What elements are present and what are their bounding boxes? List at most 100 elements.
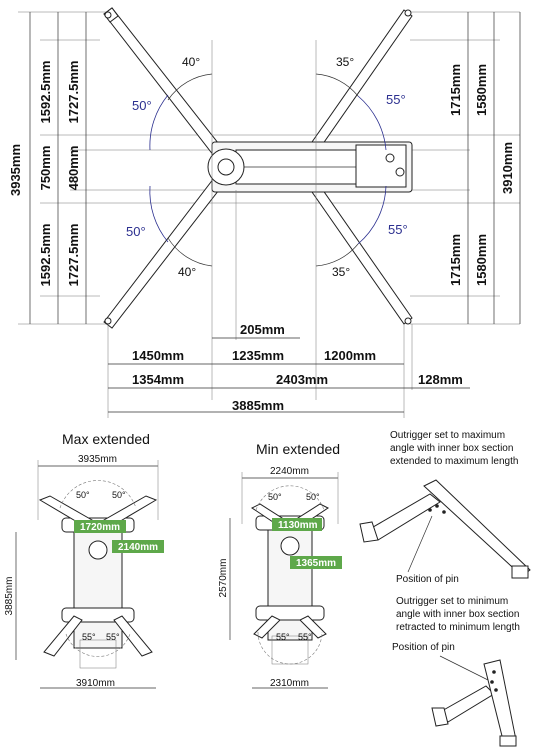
- outrigger-lever: [367, 493, 441, 541]
- slew-ring: [88, 540, 108, 560]
- max-extended-view: Max extended 3935mm 50° 50° 55° 55° 3885…: [4, 431, 164, 689]
- top-view: 3935mm 1592.5mm 1727.5mm 750mm 480mm 159…: [8, 7, 521, 418]
- min-extended-title: Min extended: [256, 441, 340, 457]
- outrigger-arm-bottom-left: [103, 177, 223, 329]
- dim-1354: 1354mm: [132, 372, 184, 387]
- pin-label: Position of pin: [396, 574, 459, 585]
- outrigger-lever: [439, 685, 495, 723]
- angle-label-blue: 55°: [386, 92, 406, 107]
- angle-label: 55°: [82, 632, 96, 642]
- outrigger-long-arm: [423, 479, 531, 577]
- outrigger-foot: [431, 707, 449, 727]
- dim-1235: 1235mm: [232, 348, 284, 363]
- max-height: 3885mm: [4, 577, 15, 616]
- outrigger-min-note: Outrigger set to minimum: [396, 596, 508, 607]
- angle-label: 55°: [106, 632, 120, 642]
- height-right-upper-a: 1715mm: [448, 64, 463, 116]
- max-extended-title: Max extended: [62, 431, 150, 447]
- max-top-width: 3935mm: [78, 454, 117, 465]
- outrigger-max-note: angle with inner box section: [390, 443, 513, 454]
- slew-ring: [280, 536, 300, 556]
- machine-body: [207, 141, 413, 193]
- angle-arc: [255, 485, 325, 511]
- angle-arc: [167, 237, 213, 267]
- dim-3885: 3885mm: [232, 398, 284, 413]
- angle-label: 55°: [298, 632, 312, 642]
- outrigger-arm-top-left: [103, 7, 223, 157]
- outrigger-arm: [253, 615, 281, 639]
- pin-hole: [435, 504, 439, 508]
- angle-arc: [315, 73, 359, 97]
- dim-205: 205mm: [240, 322, 285, 337]
- outrigger-beam: [255, 605, 325, 621]
- leader-line: [407, 515, 433, 573]
- height-right-upper-b: 1580mm: [474, 64, 489, 116]
- angle-arc: [167, 73, 213, 101]
- outrigger-min-note: angle with inner box section: [396, 609, 519, 620]
- outrigger-min-note: retracted to minimum length: [396, 622, 520, 633]
- pin-hole: [442, 510, 446, 514]
- height-right-lower-b: 1580mm: [474, 234, 489, 286]
- min-height: 2570mm: [218, 559, 229, 598]
- outrigger-max-note: extended to maximum length: [390, 456, 518, 467]
- height-left-lower-b: 1727.5mm: [66, 224, 81, 287]
- min-bottom-width: 2310mm: [270, 678, 309, 689]
- angle-arc-blue: [357, 185, 387, 245]
- green-badge: [74, 520, 126, 533]
- angle-arc: [59, 480, 137, 509]
- green-badge: [112, 540, 164, 553]
- height-left-mid-b: 480mm: [66, 146, 81, 191]
- height-left-mid-a: 750mm: [38, 146, 53, 191]
- angle-label: 35°: [332, 265, 350, 279]
- height-left-upper-a: 1592.5mm: [38, 61, 53, 124]
- outrigger-arm-bottom-right: [311, 185, 413, 325]
- angle-label: 50°: [306, 492, 320, 502]
- angle-label: 35°: [336, 55, 354, 69]
- machine-body: [73, 519, 123, 649]
- outrigger-pad: [511, 565, 529, 579]
- height-left-upper-b: 1727.5mm: [66, 61, 81, 124]
- dim-1450: 1450mm: [132, 348, 184, 363]
- angle-arc: [257, 631, 323, 665]
- min-top-width: 2240mm: [270, 466, 309, 477]
- green-label: 1365mm: [296, 558, 336, 569]
- track: [79, 639, 117, 669]
- outrigger-arm-top-right: [311, 9, 413, 149]
- angle-label-blue: 50°: [132, 98, 152, 113]
- outrigger-max-detail: Outrigger set to maximum angle with inne…: [359, 430, 531, 585]
- outrigger-arm: [113, 615, 153, 657]
- height-right-lower-a: 1715mm: [448, 234, 463, 286]
- max-bottom-width: 3910mm: [76, 678, 115, 689]
- angle-label-blue: 55°: [388, 222, 408, 237]
- angle-arc: [315, 243, 359, 267]
- green-badge: [290, 556, 342, 569]
- pin-hole: [494, 688, 498, 692]
- height-left-lower-a: 1592.5mm: [38, 224, 53, 287]
- angle-label: 50°: [268, 492, 282, 502]
- dim-1200: 1200mm: [324, 348, 376, 363]
- angle-label: 50°: [76, 490, 90, 500]
- angle-label: 40°: [178, 265, 196, 279]
- angle-label: 50°: [112, 490, 126, 500]
- dim-2403: 2403mm: [276, 372, 328, 387]
- angle-arc: [65, 633, 131, 657]
- angle-arc-blue: [149, 94, 169, 151]
- green-label: 2140mm: [118, 542, 158, 553]
- leader-line: [439, 655, 489, 681]
- outrigger-arm: [43, 615, 83, 657]
- dim-128: 128mm: [418, 372, 463, 387]
- outrigger-foot: [359, 521, 379, 543]
- angle-label: 55°: [276, 632, 290, 642]
- min-extended-view: Min extended 2240mm 50° 50° 55° 55° 2570…: [218, 441, 342, 689]
- outrigger-pad: [499, 735, 517, 747]
- angle-label-blue: 50°: [126, 224, 146, 239]
- outrigger-max-note: Outrigger set to maximum: [390, 430, 505, 441]
- angle-arc-blue: [149, 185, 169, 243]
- pin-hole: [492, 670, 496, 674]
- pin-hole: [428, 508, 432, 512]
- angle-label: 40°: [182, 55, 200, 69]
- outrigger-min-detail: Outrigger set to minimum angle with inne…: [392, 596, 520, 747]
- green-badge: [272, 518, 322, 531]
- outrigger-arm: [299, 615, 327, 639]
